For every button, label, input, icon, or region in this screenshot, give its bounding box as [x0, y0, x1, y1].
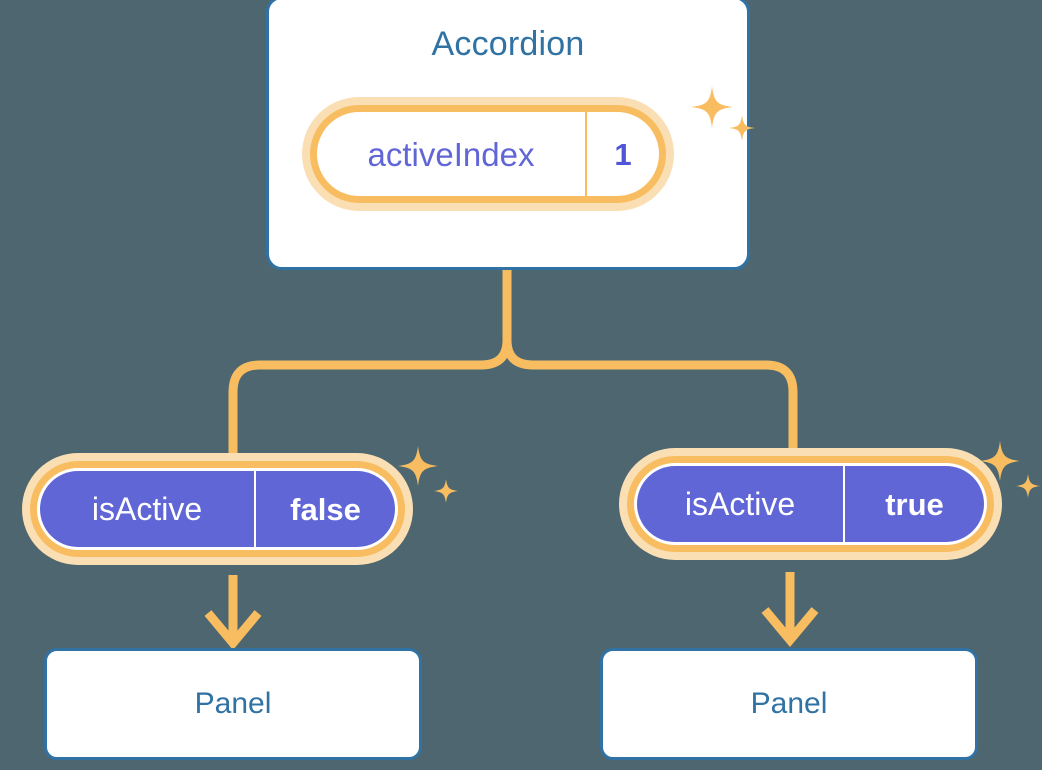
- pill-divider: [585, 112, 587, 196]
- state-pill-active-index[interactable]: activeIndex 1: [310, 105, 666, 203]
- connector-branch-left: [228, 339, 512, 500]
- component-node-panel-right[interactable]: Panel: [600, 648, 978, 760]
- state-value-label: false: [256, 471, 395, 547]
- state-pill-is-active-false[interactable]: isActive false: [30, 461, 405, 557]
- state-key-label: activeIndex: [367, 135, 535, 173]
- state-pill-is-active-true[interactable]: isActive true: [627, 456, 994, 552]
- state-key-label: isActive: [637, 466, 843, 542]
- panel-title: Panel: [750, 687, 828, 720]
- state-value-label: 1: [614, 136, 632, 172]
- page-title: Accordion: [431, 25, 585, 63]
- state-key-label: isActive: [40, 471, 254, 547]
- arrow-down-icon-left: [204, 610, 262, 651]
- pill-divider: [843, 466, 845, 542]
- state-value-label: true: [845, 466, 984, 542]
- panel-title: Panel: [194, 687, 272, 720]
- pill-divider: [254, 471, 256, 547]
- arrow-down-icon-right: [761, 607, 819, 648]
- component-node-panel-left[interactable]: Panel: [44, 648, 422, 760]
- connector-branch-right: [502, 339, 798, 500]
